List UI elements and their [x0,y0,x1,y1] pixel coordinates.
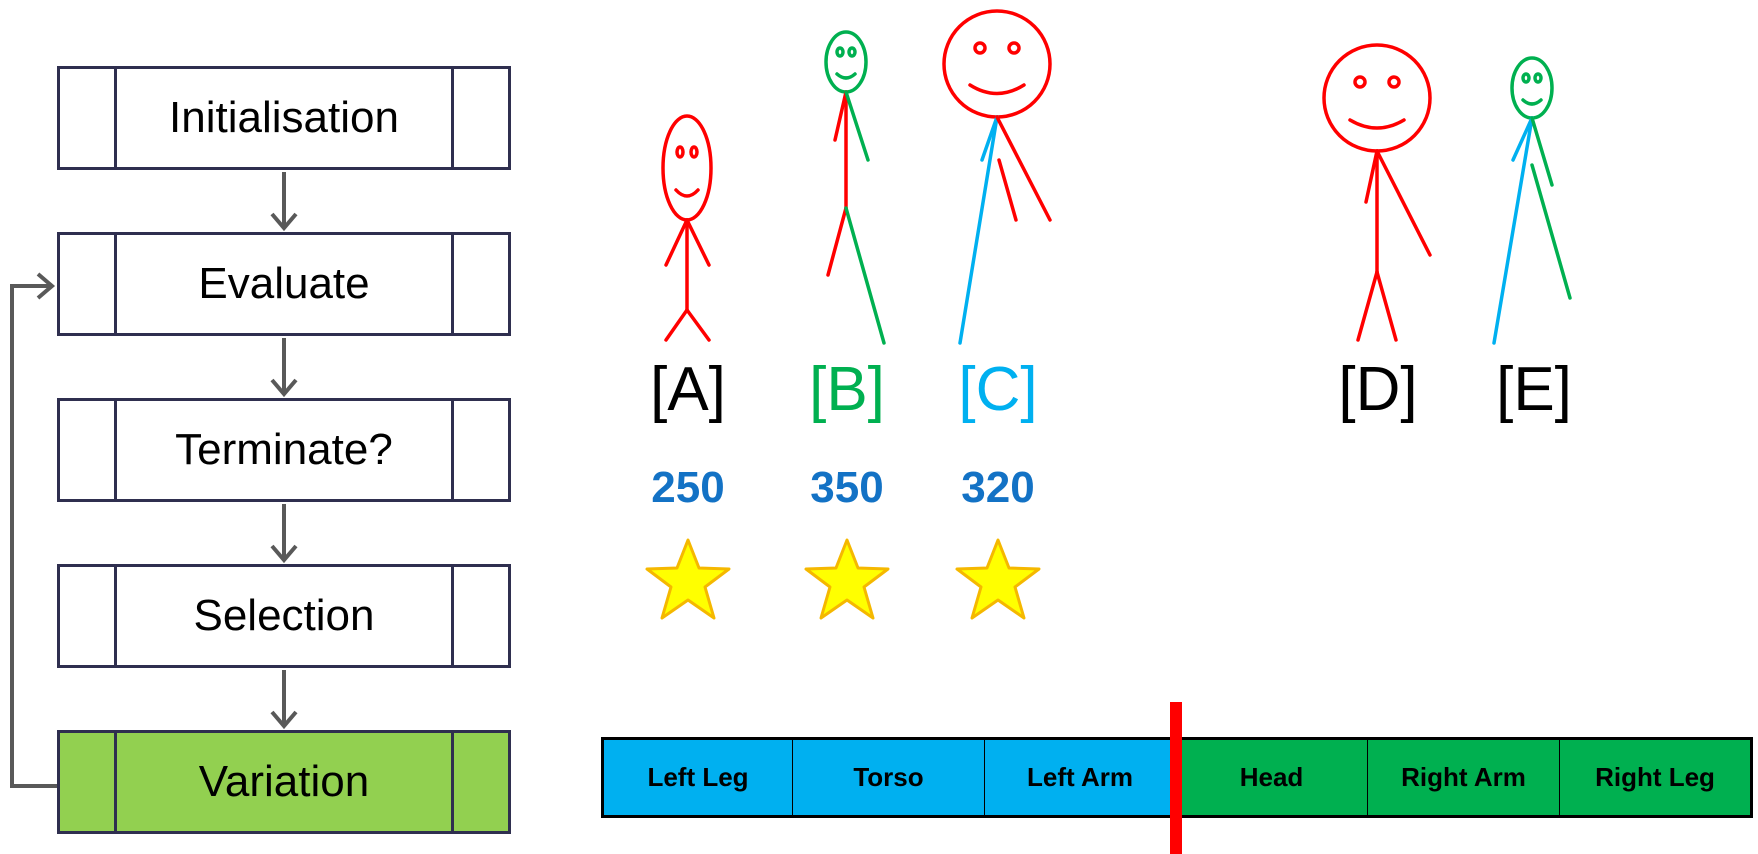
step-initialisation: Initialisation [57,66,511,170]
label-e: [E] [1496,355,1572,424]
score-a: 250 [651,463,725,512]
step-evaluate: Evaluate [57,232,511,336]
step-terminate: Terminate? [57,398,511,502]
score-b: 350 [810,463,884,512]
figure-c [942,9,1052,345]
figure-b [824,30,886,345]
star-icon [955,538,1041,620]
gene-left-arm: Left Arm [985,737,1176,818]
step-variation-label: Variation [198,757,370,806]
step-evaluate-label: Evaluate [198,259,370,308]
arrow-evaluate-to-terminate-head [270,378,298,398]
step-selection: Selection [57,564,511,668]
gene-left-leg: Left Leg [601,737,793,818]
step-terminate-label: Terminate? [175,425,393,474]
figure-a [661,114,713,342]
gene-head: Head [1176,737,1368,818]
crossover-point-marker [1170,702,1182,854]
figure-e [1492,56,1572,345]
label-c: [C] [958,355,1038,424]
step-variation: Variation [57,730,511,834]
arrow-init-to-evaluate-head [270,212,298,232]
label-a: [A] [650,355,726,424]
star-icon [645,538,731,620]
score-c: 320 [961,463,1035,512]
gene-right-leg: Right Leg [1560,737,1753,818]
step-initialisation-label: Initialisation [169,93,399,142]
label-b: [B] [809,355,885,424]
loop-back-arrow [10,284,57,788]
arrow-selection-to-variation-head [270,710,298,730]
star-icon [804,538,890,620]
loop-back-arrow-head [36,272,56,300]
arrow-terminate-to-selection-head [270,544,298,564]
gene-torso: Torso [793,737,985,818]
gene-right-arm: Right Arm [1368,737,1560,818]
figure-d [1322,43,1432,342]
step-selection-label: Selection [193,591,375,640]
label-d: [D] [1338,355,1418,424]
